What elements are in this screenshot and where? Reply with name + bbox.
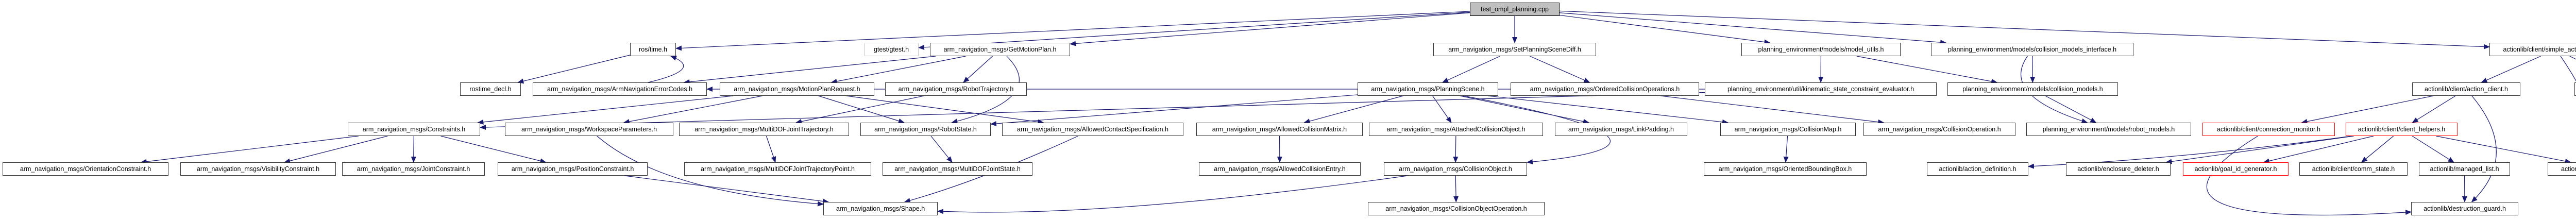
edge-client_helpers-to-comm_state bbox=[2361, 136, 2394, 163]
edge-simple_action_client-to-terminal_state bbox=[2560, 56, 2576, 81]
edge-root-to-collision_models_interface bbox=[1559, 12, 1947, 45]
graph-node-connection_monitor[interactable]: actionlib/client/connection_monitor.h bbox=[2202, 123, 2335, 136]
edge-client_helpers-to-managed_list bbox=[2412, 136, 2454, 163]
edge-get_motion_plan-to-motion_plan_request bbox=[831, 56, 966, 84]
edge-motion_plan_request-to-workspace_parameters bbox=[623, 95, 762, 124]
edge-attached_collision_object-to-collision_object bbox=[1453, 136, 1459, 163]
edge-action_client-to-destruction_guard bbox=[2471, 95, 2497, 202]
edge-action_client-to-client_helpers bbox=[2412, 95, 2456, 123]
edge-simple_action_client-to-action_client bbox=[2481, 56, 2541, 83]
graph-node-position_constraint[interactable]: arm_navigation_msgs/PositionConstraint.h bbox=[498, 162, 648, 176]
graph-node-set_planning_scene_diff[interactable]: arm_navigation_msgs/SetPlanningSceneDiff… bbox=[1433, 43, 1596, 56]
graph-node-attached_collision_object[interactable]: arm_navigation_msgs/AttachedCollisionObj… bbox=[1369, 123, 1543, 136]
graph-node-kinematic_state_constraint_evaluator[interactable]: planning_environment/util/kinematic_stat… bbox=[1705, 82, 1937, 96]
graph-node-ros_time[interactable]: ros/time.h bbox=[630, 43, 676, 56]
edge-kinematic_state_constraint_evaluator-to-constraints bbox=[480, 92, 1705, 130]
edge-ros_time-to-rostime_decl bbox=[517, 55, 631, 84]
graph-node-multi_dof_joint_trajectory_point[interactable]: arm_navigation_msgs/MultiDOFJointTraject… bbox=[684, 162, 871, 176]
graph-node-arm_navigation_error_codes[interactable]: arm_navigation_msgs/ArmNavigationErrorCo… bbox=[533, 82, 707, 96]
edge-client_helpers-to-goal_id_generator bbox=[2263, 136, 2374, 164]
edge-planning_scene-to-collision_map bbox=[1487, 95, 1728, 125]
edge-client_helpers-to-terminal_state bbox=[2436, 136, 2571, 164]
graph-node-multi_dof_joint_trajectory[interactable]: arm_navigation_msgs/MultiDOFJointTraject… bbox=[679, 123, 849, 136]
edge-position_constraint-to-shape bbox=[624, 175, 829, 204]
edge-connection_monitor-to-destruction_guard bbox=[2206, 136, 2412, 216]
edge-collision_object-to-collision_object_operation bbox=[1453, 175, 1459, 202]
graph-node-action_definition[interactable]: actionlib/action_definition.h bbox=[1927, 162, 2028, 176]
graph-node-rostime_decl[interactable]: rostime_decl.h bbox=[460, 82, 521, 96]
graph-node-allowed_contact_specification[interactable]: arm_navigation_msgs/AllowedContactSpecif… bbox=[1002, 123, 1183, 136]
edge-root-to-get_motion_plan bbox=[1070, 12, 1470, 46]
graph-node-robot_trajectory[interactable]: arm_navigation_msgs/RobotTrajectory.h bbox=[885, 82, 1027, 96]
edge-action_client-to-connection_monitor bbox=[2301, 95, 2434, 124]
graph-node-simple_goal_state[interactable]: actionlib/client/simple_goal_state.h bbox=[2574, 82, 2576, 96]
graph-node-allowed_collision_entry[interactable]: arm_navigation_msgs/AllowedCollisionEntr… bbox=[1199, 162, 1361, 176]
graph-node-orientation_constraint[interactable]: arm_navigation_msgs/OrientationConstrain… bbox=[3, 162, 168, 176]
graph-node-comm_state[interactable]: actionlib/client/comm_state.h bbox=[2299, 162, 2408, 176]
graph-node-visibility_constraint[interactable]: arm_navigation_msgs/VisibilityConstraint… bbox=[180, 162, 336, 176]
edge-root-to-ros_time bbox=[675, 11, 1470, 51]
edge-motion_plan_request-to-allowed_contact_specification bbox=[846, 95, 1044, 125]
graph-node-collision_operation[interactable]: arm_navigation_msgs/CollisionOperation.h bbox=[1863, 123, 2015, 136]
graph-node-multi_dof_joint_state[interactable]: arm_navigation_msgs/MultiDOFJointState.h bbox=[883, 162, 1032, 176]
graph-node-managed_list[interactable]: actionlib/managed_list.h bbox=[2419, 162, 2510, 176]
graph-node-link_padding[interactable]: arm_navigation_msgs/LinkPadding.h bbox=[1555, 123, 1687, 136]
edge-constraints-to-visibility_constraint bbox=[284, 136, 388, 164]
edge-get_motion_plan-to-arm_navigation_error_codes bbox=[683, 56, 936, 84]
edge-robot_state-to-multi_dof_joint_state bbox=[930, 136, 953, 163]
edge-set_planning_scene_diff-to-planning_scene bbox=[1442, 56, 1500, 83]
graph-node-collision_object[interactable]: arm_navigation_msgs/CollisionObject.h bbox=[1384, 162, 1527, 176]
edge-arm_navigation_error_codes-to-ros_time bbox=[648, 56, 684, 83]
graph-node-joint_constraint[interactable]: arm_navigation_msgs/JointConstraint.h bbox=[342, 162, 485, 176]
graph-node-allowed_collision_matrix[interactable]: arm_navigation_msgs/AllowedCollisionMatr… bbox=[1196, 123, 1363, 136]
graph-node-action_client[interactable]: actionlib/client/action_client.h bbox=[2412, 82, 2520, 96]
edge-motion_plan_request-to-constraints bbox=[477, 95, 734, 125]
edge-root-to-gtest bbox=[918, 12, 1470, 50]
graph-node-robot_state[interactable]: arm_navigation_msgs/RobotState.h bbox=[860, 123, 991, 136]
graph-node-model_utils[interactable]: planning_environment/models/model_utils.… bbox=[1741, 43, 1901, 56]
edge-get_motion_plan-to-robot_trajectory bbox=[963, 56, 993, 83]
edge-planning_scene-to-robot_state bbox=[990, 94, 1358, 126]
graph-node-collision_models[interactable]: planning_environment/models/collision_mo… bbox=[1947, 82, 2118, 96]
edge-robot_trajectory-to-multi_dof_joint_trajectory bbox=[795, 95, 924, 124]
edge-planning_scene-to-link_padding bbox=[1460, 95, 1589, 124]
graph-node-workspace_parameters[interactable]: arm_navigation_msgs/WorkspaceParameters.… bbox=[505, 123, 673, 136]
graph-node-collision_map[interactable]: arm_navigation_msgs/CollisionMap.h bbox=[1720, 123, 1856, 136]
edge-workspace_parameters-to-shape bbox=[597, 136, 824, 207]
edge-root-to-simple_action_client bbox=[1559, 10, 2490, 49]
edge-model_utils-to-collision_models bbox=[1856, 56, 1998, 84]
edge-root-to-model_utils bbox=[1559, 14, 1771, 45]
edge-set_planning_scene_diff-to-ordered_collision_operations bbox=[1530, 56, 1590, 83]
graph-node-oriented_bounding_box[interactable]: arm_navigation_msgs/OrientedBoundingBox.… bbox=[1704, 162, 1867, 176]
edge-collision_map-to-oriented_bounding_box bbox=[1783, 136, 1789, 163]
edge-planning_scene-to-allowed_collision_matrix bbox=[1303, 95, 1403, 124]
edge-constraints-to-position_constraint bbox=[440, 136, 547, 164]
edge-collision_models_interface-to-collision_models bbox=[2030, 56, 2036, 83]
graph-node-ordered_collision_operations[interactable]: arm_navigation_msgs/OrderedCollisionOper… bbox=[1511, 82, 1699, 96]
edge-collision_object-to-shape bbox=[937, 175, 1408, 214]
graph-node-motion_plan_request[interactable]: arm_navigation_msgs/MotionPlanRequest.h bbox=[720, 82, 874, 96]
edge-collision_models-to-robot_models bbox=[2045, 95, 2097, 123]
graph-node-enclosure_deleter[interactable]: actionlib/enclosure_deleter.h bbox=[2066, 162, 2171, 176]
graph-node-destruction_guard[interactable]: actionlib/destruction_guard.h bbox=[2411, 202, 2518, 215]
graph-node-get_motion_plan[interactable]: arm_navigation_msgs/GetMotionPlan.h bbox=[930, 43, 1070, 56]
graph-node-terminal_state[interactable]: actionlib/client/terminal_state.h bbox=[2548, 162, 2576, 176]
graph-node-shape[interactable]: arm_navigation_msgs/Shape.h bbox=[823, 202, 938, 215]
edge-planning_scene-to-collision_object bbox=[1463, 95, 1611, 165]
graph-node-collision_object_operation[interactable]: arm_navigation_msgs/CollisionObjectOpera… bbox=[1368, 202, 1545, 215]
graph-node-goal_id_generator[interactable]: actionlib/goal_id_generator.h bbox=[2183, 162, 2289, 176]
graph-node-planning_scene[interactable]: arm_navigation_msgs/PlanningScene.h bbox=[1358, 82, 1498, 96]
graph-node-constraints[interactable]: arm_navigation_msgs/Constraints.h bbox=[348, 123, 480, 136]
graph-node-client_helpers[interactable]: actionlib/client/client_helpers.h bbox=[2346, 123, 2458, 136]
edge-ordered_collision_operations-to-collision_operation bbox=[1660, 95, 1885, 125]
graph-node-simple_action_client[interactable]: actionlib/client/simple_action_client.h bbox=[2489, 43, 2576, 56]
graph-node-gtest: gtest/gtest.h bbox=[864, 43, 919, 56]
edge-multi_dof_joint_trajectory-to-multi_dof_joint_trajectory_point bbox=[766, 136, 776, 163]
edge-constraints-to-orientation_constraint bbox=[140, 136, 359, 164]
edge-client_helpers-to-enclosure_deleter bbox=[2165, 136, 2354, 164]
graph-node-robot_models[interactable]: planning_environment/models/robot_models… bbox=[2026, 123, 2191, 136]
graph-node-collision_models_interface[interactable]: planning_environment/models/collision_mo… bbox=[1931, 43, 2133, 56]
graph-node-root: test_ompl_planning.cpp bbox=[1470, 3, 1560, 16]
